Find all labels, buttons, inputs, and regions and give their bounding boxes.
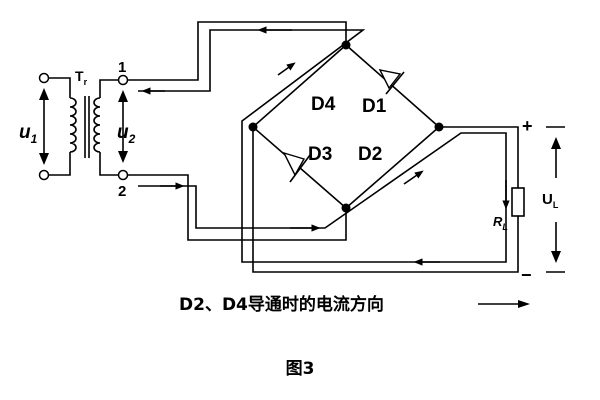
terminal-2 [117,169,129,181]
label-transformer: Tr [75,68,88,87]
terminal-primary-bottom [38,169,50,181]
diode-d1 [378,69,405,95]
current-path [138,26,510,266]
terminal-primary-top [38,72,50,84]
transformer-core [84,96,90,158]
label-u1: u1 [19,122,38,146]
d4-branch [252,44,347,128]
secondary-coil [93,97,101,153]
primary-coil [69,97,77,153]
label-d3: D3 [308,144,332,165]
labels: Tr u1 u2 1 2 D4 D1 D3 D2 RL UL + − [19,59,559,285]
label-plus: + [522,116,533,136]
caption: D2、D4导通时的电流方向 [179,294,384,315]
label-minus: − [521,265,532,285]
diode-d3 [282,151,311,183]
label-d4: D4 [311,94,336,115]
label-u2: u2 [117,122,136,146]
current-path-outer [138,29,507,263]
label-terminal-1: 1 [118,59,126,76]
label-d2: D2 [358,144,382,165]
label-ul: UL [542,191,559,210]
primary-circuit [38,72,77,181]
bridge [248,40,444,213]
figure-number: 图3 [286,359,315,379]
d2-branch [345,126,440,209]
secondary-circuit [93,74,129,181]
ul-indicator [546,126,565,273]
load-resistor [511,187,525,217]
label-terminal-2: 2 [118,183,126,200]
label-d1: D1 [362,96,387,117]
label-rl: RL [493,214,508,232]
terminal-1 [117,74,129,86]
